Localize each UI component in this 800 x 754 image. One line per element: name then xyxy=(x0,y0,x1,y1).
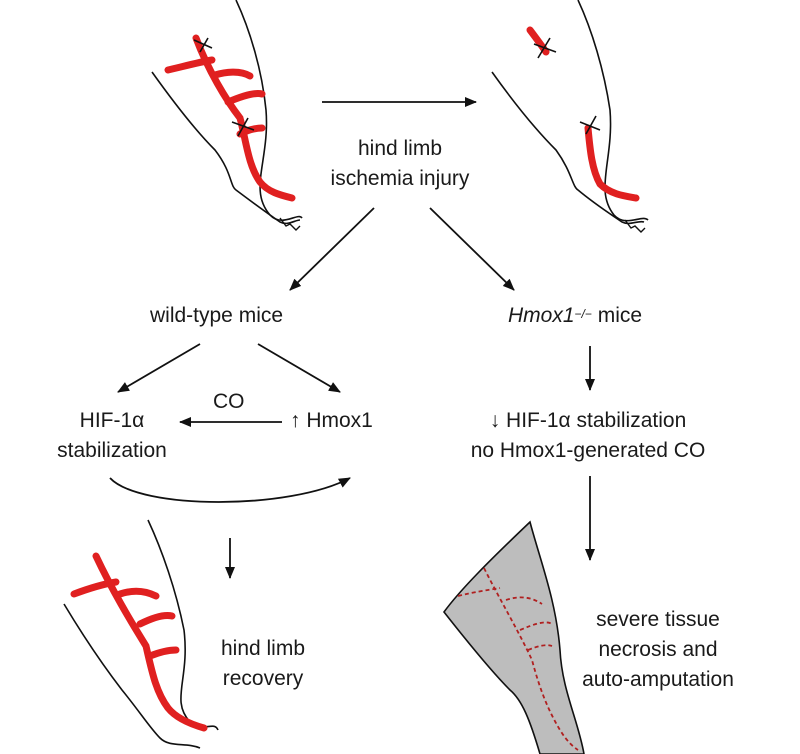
hif-label-line1: HIF-1α xyxy=(79,409,145,432)
limb-bottom-left xyxy=(63,519,219,749)
arrow-hif-to-hmox-curve xyxy=(109,477,351,503)
vessel-tree-bottom-left xyxy=(70,552,208,732)
recovery-label: hind limb recovery xyxy=(208,634,318,694)
ligation-marks-top-left xyxy=(193,37,255,137)
co-label: CO xyxy=(213,390,245,413)
vessel-tree-top-right xyxy=(526,26,640,202)
necrosis-line2: necrosis and xyxy=(598,638,718,661)
ligation-marks-top-right xyxy=(533,37,601,135)
arrows xyxy=(109,97,595,579)
mutant-gene: Hmox1 xyxy=(508,304,575,327)
limb-bottom-right xyxy=(442,520,585,754)
recovery-line1: hind limb xyxy=(220,637,306,660)
necrotic-vessels xyxy=(457,567,579,751)
injury-label-line2: ischemia injury xyxy=(330,167,470,190)
necrosis-label: severe tissue necrosis and auto-amputati… xyxy=(560,605,756,695)
recovery-line2: recovery xyxy=(222,667,304,690)
necrosis-line1: severe tissue xyxy=(596,608,720,631)
injury-label: hind limb ischemia injury xyxy=(322,134,478,194)
hif-label: HIF-1α stabilization xyxy=(44,406,180,466)
injury-label-line1: hind limb xyxy=(357,137,443,160)
hmox-up-label: ↑ Hmox1 xyxy=(290,409,373,432)
arrow-to-wildtype xyxy=(289,207,375,291)
arrow-wt-to-hif xyxy=(117,343,201,393)
necrosis-line3: auto-amputation xyxy=(582,668,734,691)
mutant-genotype: −/− xyxy=(574,307,592,321)
arrow-wt-to-hmox xyxy=(257,343,341,393)
mutant-effect-line1: ↓ HIF-1α stabilization xyxy=(489,409,687,432)
hif-label-line2: stabilization xyxy=(57,439,167,462)
mutant-effect-line2: no Hmox1-generated CO xyxy=(470,439,706,462)
mutant-label: Hmox1−/− mice xyxy=(508,301,642,331)
arrow-to-mutant xyxy=(429,207,515,291)
mutant-effect-label: ↓ HIF-1α stabilization no Hmox1-generate… xyxy=(446,406,730,466)
limb-top-left xyxy=(151,0,303,231)
wildtype-label: wild-type mice xyxy=(150,304,284,327)
vessel-tree-top-left xyxy=(164,34,296,202)
limb-top-right xyxy=(491,0,649,233)
mutant-suffix: mice xyxy=(591,304,643,327)
